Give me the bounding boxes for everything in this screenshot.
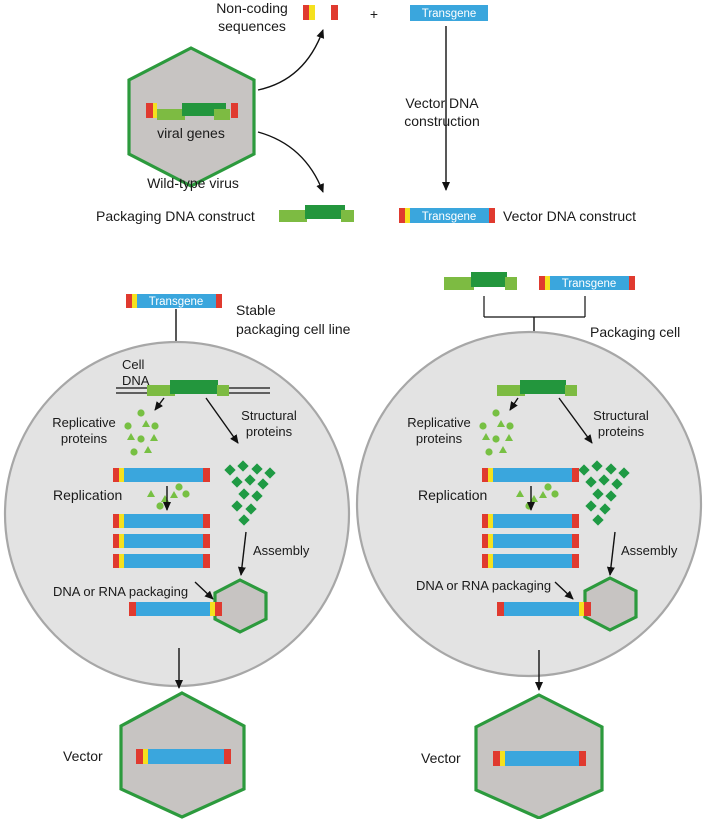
right-replicative-protein-cluster — [479, 409, 514, 456]
left-assembling-capsid — [213, 578, 268, 634]
left-replication-proteins — [147, 483, 190, 510]
svg-text:Transgene: Transgene — [422, 8, 477, 20]
right-gene-construct-in-cell — [497, 380, 577, 396]
svg-text:construction: construction — [404, 113, 479, 129]
left-cell-dna-integrated-genes — [116, 380, 270, 396]
left-structural-protein-cluster — [224, 460, 276, 526]
non-coding-sequences-label: Non-coding sequences — [216, 0, 288, 34]
svg-text:Replicative: Replicative — [52, 415, 116, 430]
svg-text:Replicative: Replicative — [407, 415, 471, 430]
right-replicative-proteins-label: Replicative proteins — [407, 415, 471, 446]
non-coding-sequence-blocks — [303, 5, 338, 20]
left-replicative-protein-cluster — [124, 409, 159, 456]
svg-text:Structural: Structural — [241, 408, 297, 423]
right-packaging-label: DNA or RNA packaging — [416, 578, 551, 593]
right-assembling-capsid — [583, 576, 638, 632]
right-packaging-arrow — [554, 581, 574, 600]
right-input-vector-construct: Transgene — [539, 276, 635, 290]
right-assembly-label: Assembly — [621, 543, 678, 558]
svg-text:proteins: proteins — [61, 431, 108, 446]
right-arrow-to-structural — [558, 397, 593, 444]
right-packaging-strand — [497, 602, 591, 616]
stable-packaging-cell-line-label: Stable packaging cell line — [236, 302, 351, 337]
left-vector-label: Vector — [63, 748, 103, 764]
left-cell-dna-label: Cell DNA — [122, 357, 150, 388]
left-assembly-arrow — [237, 531, 247, 576]
viral-genes-label: viral genes — [157, 125, 225, 141]
packaging-dna-construct — [279, 205, 354, 222]
svg-text:Transgene: Transgene — [422, 211, 477, 223]
vector-dna-construct-label: Vector DNA construct — [503, 208, 636, 224]
left-assembly-label: Assembly — [253, 543, 310, 558]
left-packaging-label: DNA or RNA packaging — [53, 584, 188, 599]
left-vector-capsid — [119, 691, 246, 819]
svg-text:proteins: proteins — [416, 431, 463, 446]
wild-type-virus-label: Wild-type virus — [147, 175, 239, 191]
transgene-block-top: Transgene — [410, 5, 488, 21]
right-merge-bracket — [483, 296, 586, 318]
right-template-strand — [482, 468, 579, 482]
svg-text:Stable: Stable — [236, 302, 276, 318]
right-input-packaging-construct — [444, 272, 517, 290]
svg-text:Non-coding: Non-coding — [216, 0, 288, 16]
right-assembly-arrow — [606, 531, 616, 576]
plus-sign: + — [370, 6, 378, 22]
svg-text:packaging cell line: packaging cell line — [236, 321, 351, 337]
svg-text:Structural: Structural — [593, 408, 649, 423]
right-replication-label: Replication — [418, 487, 487, 503]
right-vector-capsid — [474, 693, 604, 820]
arrow-to-non-coding — [257, 29, 325, 91]
left-structural-proteins-label: Structural proteins — [241, 408, 297, 439]
svg-text:Cell: Cell — [122, 357, 145, 372]
right-arrow-to-replicative — [509, 397, 519, 411]
svg-text:Transgene: Transgene — [149, 296, 204, 308]
svg-text:Transgene: Transgene — [562, 278, 617, 290]
left-template-strand — [113, 468, 210, 482]
left-packaging-strand — [129, 602, 222, 616]
vector-dna-construct-top: Transgene — [399, 208, 495, 223]
vector-dna-construction-label: Vector DNA construction — [404, 95, 479, 129]
left-replicated-strands — [113, 514, 210, 568]
right-vector-label: Vector — [421, 750, 461, 766]
svg-text:proteins: proteins — [598, 424, 645, 439]
right-replicated-strands — [482, 514, 579, 568]
svg-text:Vector DNA: Vector DNA — [405, 95, 479, 111]
arrow-to-packaging-construct — [257, 131, 324, 193]
left-input-vector-construct: Transgene — [126, 294, 222, 308]
svg-text:DNA: DNA — [122, 373, 150, 388]
right-structural-proteins-label: Structural proteins — [593, 408, 649, 439]
right-structural-protein-cluster — [578, 460, 630, 526]
left-replicative-proteins-label: Replicative proteins — [52, 415, 116, 446]
packaging-cell-label: Packaging cell — [590, 324, 680, 340]
svg-text:sequences: sequences — [218, 18, 286, 34]
svg-text:proteins: proteins — [246, 424, 293, 439]
left-arrow-to-replicative — [154, 397, 165, 411]
left-packaging-arrow — [194, 581, 214, 600]
left-replication-label: Replication — [53, 487, 122, 503]
wild-type-virus-capsid — [127, 46, 256, 188]
packaging-dna-construct-label: Packaging DNA construct — [96, 208, 255, 224]
left-arrow-to-structural — [205, 397, 239, 444]
